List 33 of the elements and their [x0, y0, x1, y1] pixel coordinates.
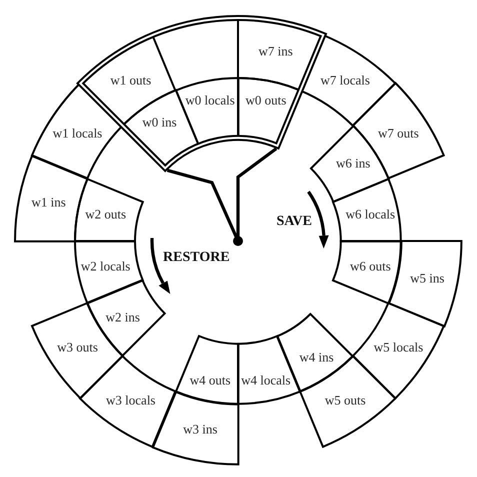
segment-label: w5 outs [324, 394, 366, 409]
segment-label: w5 locals [374, 340, 424, 356]
segment-label: w5 ins [410, 271, 444, 286]
segment-label: w0 locals [185, 93, 235, 108]
operation-label: RESTORE [163, 250, 230, 266]
segment-label: w6 locals [346, 207, 396, 222]
segment-label: w3 outs [57, 340, 98, 356]
register-segment [332, 178, 402, 242]
register-segment [332, 240, 402, 304]
segment-label: w6 outs [350, 260, 391, 275]
segment-label: w3 locals [106, 394, 156, 409]
segment-label: w6 ins [336, 156, 370, 172]
segment-label: w4 ins [299, 351, 334, 366]
segment-label: w3 ins [183, 422, 218, 438]
segment-label: w2 outs [85, 207, 126, 222]
segment-label: w7 outs [378, 126, 419, 142]
segment-label: w7 locals [320, 73, 370, 88]
register-segment [79, 355, 177, 448]
operation-label: SAVE [276, 214, 312, 230]
segment-label: w0 ins [142, 116, 177, 131]
segment-label: w0 outs [245, 93, 286, 108]
segment-label: w7 ins [258, 44, 293, 60]
segment-label: w2 ins [106, 310, 140, 326]
segment-label: w4 outs [190, 374, 231, 389]
segment-label: w4 locals [241, 374, 291, 389]
segment-label: w1 outs [110, 73, 152, 88]
register-segment [74, 178, 144, 242]
segment-label: w1 locals [52, 126, 102, 142]
register-segment [299, 355, 397, 448]
segment-label: w2 locals [80, 260, 130, 275]
register-segment [174, 335, 239, 405]
segment-label: w1 ins [32, 196, 66, 211]
register-segment [74, 240, 144, 304]
